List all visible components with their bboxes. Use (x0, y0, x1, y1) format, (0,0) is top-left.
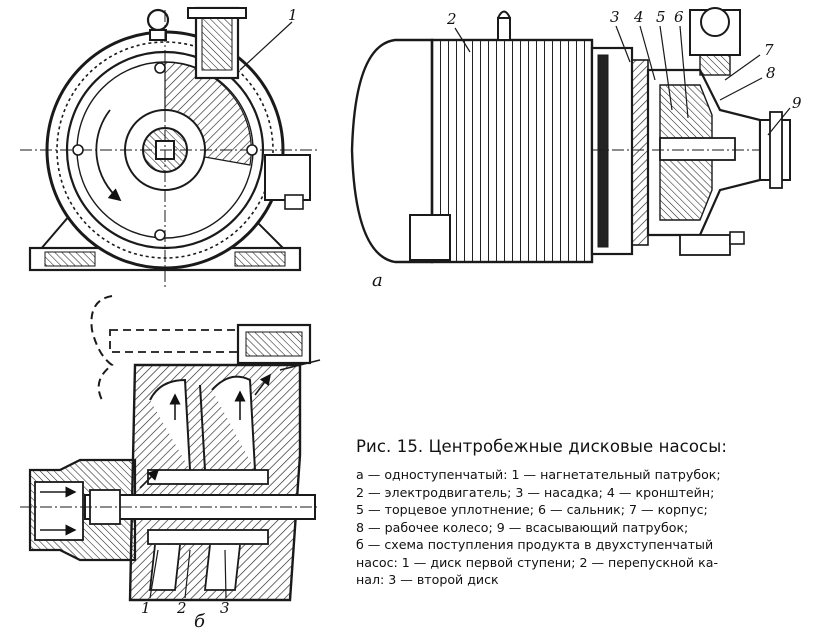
caption-line: а — одноступенчатый: 1 — нагнетательный … (356, 467, 721, 482)
label-section-1: 1 (141, 599, 151, 617)
caption-line: б — схема поступления продукта в двухсту… (356, 537, 714, 552)
caption-line: насос: 1 — диск первой ступени; 2 — пере… (356, 554, 718, 570)
two-stage-section (20, 295, 321, 602)
side-view-pump (350, 7, 791, 264)
figure-caption: Рис. 15. Центробежные дисковые насосы: а… (356, 437, 826, 589)
label-side-4: 4 (633, 8, 644, 26)
label-side-6: 6 (674, 8, 684, 26)
label-view-b: б (194, 611, 206, 630)
label-view-a: а (372, 270, 383, 291)
caption-line: нал: 3 — второй диск (356, 572, 499, 587)
label-front-1: 1 (288, 6, 298, 24)
label-side-5: 5 (656, 8, 666, 26)
label-side-3: 3 (610, 8, 620, 26)
label-side-7: 7 (764, 41, 774, 59)
label-section-2: 2 (176, 599, 187, 617)
caption-title: Рис. 15. Центробежные дисковые насосы: (356, 437, 727, 456)
caption-legend: а — одноступенчатый: 1 — нагнетательный … (356, 466, 826, 589)
label-side-9: 9 (792, 94, 802, 112)
label-section-3: 3 (220, 599, 230, 617)
caption-line: 8 — рабочее колесо; 9 — всасывающий патр… (356, 519, 689, 535)
caption-line: 2 — электродвигатель; 3 — насадка; 4 — к… (356, 484, 715, 500)
label-side-2: 2 (446, 10, 457, 28)
caption-line: 5 — торцевое уплотнение; 6 — сальник; 7 … (356, 502, 708, 517)
front-view-pump (20, 6, 320, 290)
label-side-8: 8 (766, 64, 776, 82)
